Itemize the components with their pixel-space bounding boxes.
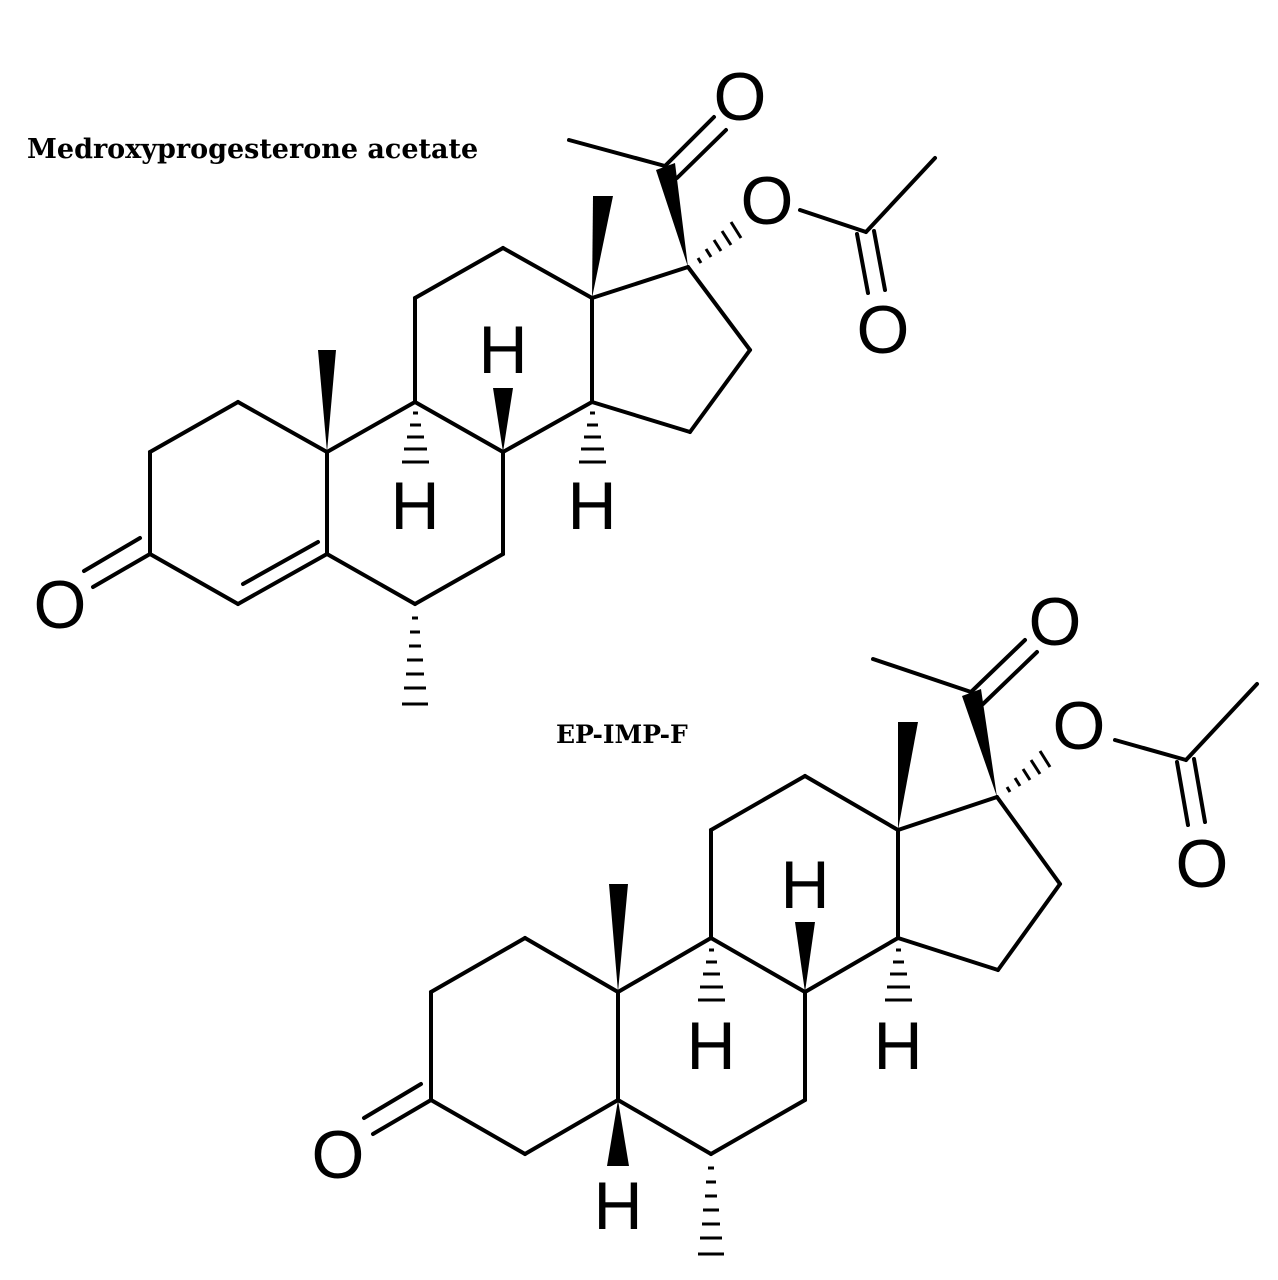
methyl-wedge <box>318 350 336 452</box>
bond <box>798 208 868 234</box>
acetate-hash <box>696 221 743 264</box>
bond <box>688 348 752 434</box>
bond <box>325 552 417 606</box>
bond <box>1184 682 1259 762</box>
hydrogen-wedge <box>607 1100 629 1166</box>
oxygen-label: O <box>34 567 87 643</box>
bond <box>686 265 752 352</box>
carbonyl-bond <box>663 115 716 168</box>
hydrogen-hash <box>579 411 606 464</box>
carbonyl-bond <box>675 128 728 180</box>
bond <box>567 138 667 168</box>
acetyl-wedge <box>656 163 688 267</box>
bond <box>896 936 1000 972</box>
methyl-wedge <box>898 722 918 830</box>
bond <box>864 156 937 234</box>
bond <box>413 246 505 300</box>
bond <box>523 1098 620 1156</box>
bond <box>1113 738 1188 762</box>
structure-label-bottom: EP-IMP-F <box>556 720 688 749</box>
bond <box>803 774 900 832</box>
bond <box>148 552 240 606</box>
double-bond-inner <box>241 540 320 586</box>
methyl-hash <box>402 616 428 706</box>
carbonyl-bond <box>855 232 870 295</box>
hydrogen-label: H <box>593 1168 642 1244</box>
methyl-wedge <box>592 196 613 298</box>
carbonyl-bond <box>872 229 887 292</box>
bond <box>429 936 527 994</box>
hydrogen-label: H <box>873 1008 922 1084</box>
bond <box>501 400 594 454</box>
hydrogen-hash <box>885 948 912 1002</box>
hydrogen-wedge <box>795 922 815 992</box>
bond <box>523 936 620 994</box>
structure-label-top: Medroxyprogesterone acetate <box>27 134 479 165</box>
oxygen-label: O <box>1053 688 1106 764</box>
carbonyl-bond <box>362 1082 423 1120</box>
methyl-hash <box>698 1166 724 1256</box>
carbonyl-bond <box>1192 757 1207 824</box>
bond <box>590 400 692 434</box>
bond <box>413 552 505 606</box>
hydrogen-hash <box>402 411 429 464</box>
structure-top: H H H <box>34 59 937 706</box>
hydrogen-label: H <box>478 312 527 388</box>
bond <box>709 936 807 994</box>
bond <box>236 552 329 606</box>
bond <box>325 400 417 454</box>
acetate-hash <box>1005 750 1052 793</box>
bond <box>871 657 973 694</box>
bond <box>803 936 900 994</box>
bond <box>996 882 1062 972</box>
methyl-wedge <box>609 884 628 992</box>
structure-bottom: H H H H <box>312 584 1259 1256</box>
oxygen-label: O <box>714 59 767 135</box>
carbonyl-bond <box>981 650 1039 706</box>
hydrogen-label: H <box>390 468 439 544</box>
carbonyl-bond <box>1175 760 1190 827</box>
bond <box>616 936 713 994</box>
carbonyl-bond <box>82 536 142 573</box>
hydrogen-label: H <box>686 1008 735 1084</box>
oxygen-label: O <box>312 1117 365 1193</box>
oxygen-label: O <box>1176 826 1229 902</box>
hydrogen-hash <box>698 948 725 1002</box>
bond <box>896 795 999 832</box>
acetyl-wedge <box>962 689 997 797</box>
oxygen-label: O <box>857 292 910 368</box>
bond <box>236 400 329 454</box>
hydrogen-label: H <box>780 847 829 923</box>
bond <box>501 246 594 300</box>
hydrogen-wedge <box>493 388 513 452</box>
oxygen-label: O <box>741 163 794 239</box>
bond <box>148 400 240 454</box>
bond <box>995 795 1062 886</box>
bond <box>616 1098 713 1156</box>
bond <box>709 774 807 832</box>
bond <box>709 1098 807 1156</box>
carbonyl-bond <box>969 638 1027 694</box>
carbonyl-bond <box>91 552 152 589</box>
bond <box>413 400 505 454</box>
bond <box>429 1098 527 1156</box>
bond <box>590 265 690 300</box>
oxygen-label: O <box>1029 584 1082 660</box>
hydrogen-label: H <box>567 468 616 544</box>
carbonyl-bond <box>371 1098 433 1136</box>
